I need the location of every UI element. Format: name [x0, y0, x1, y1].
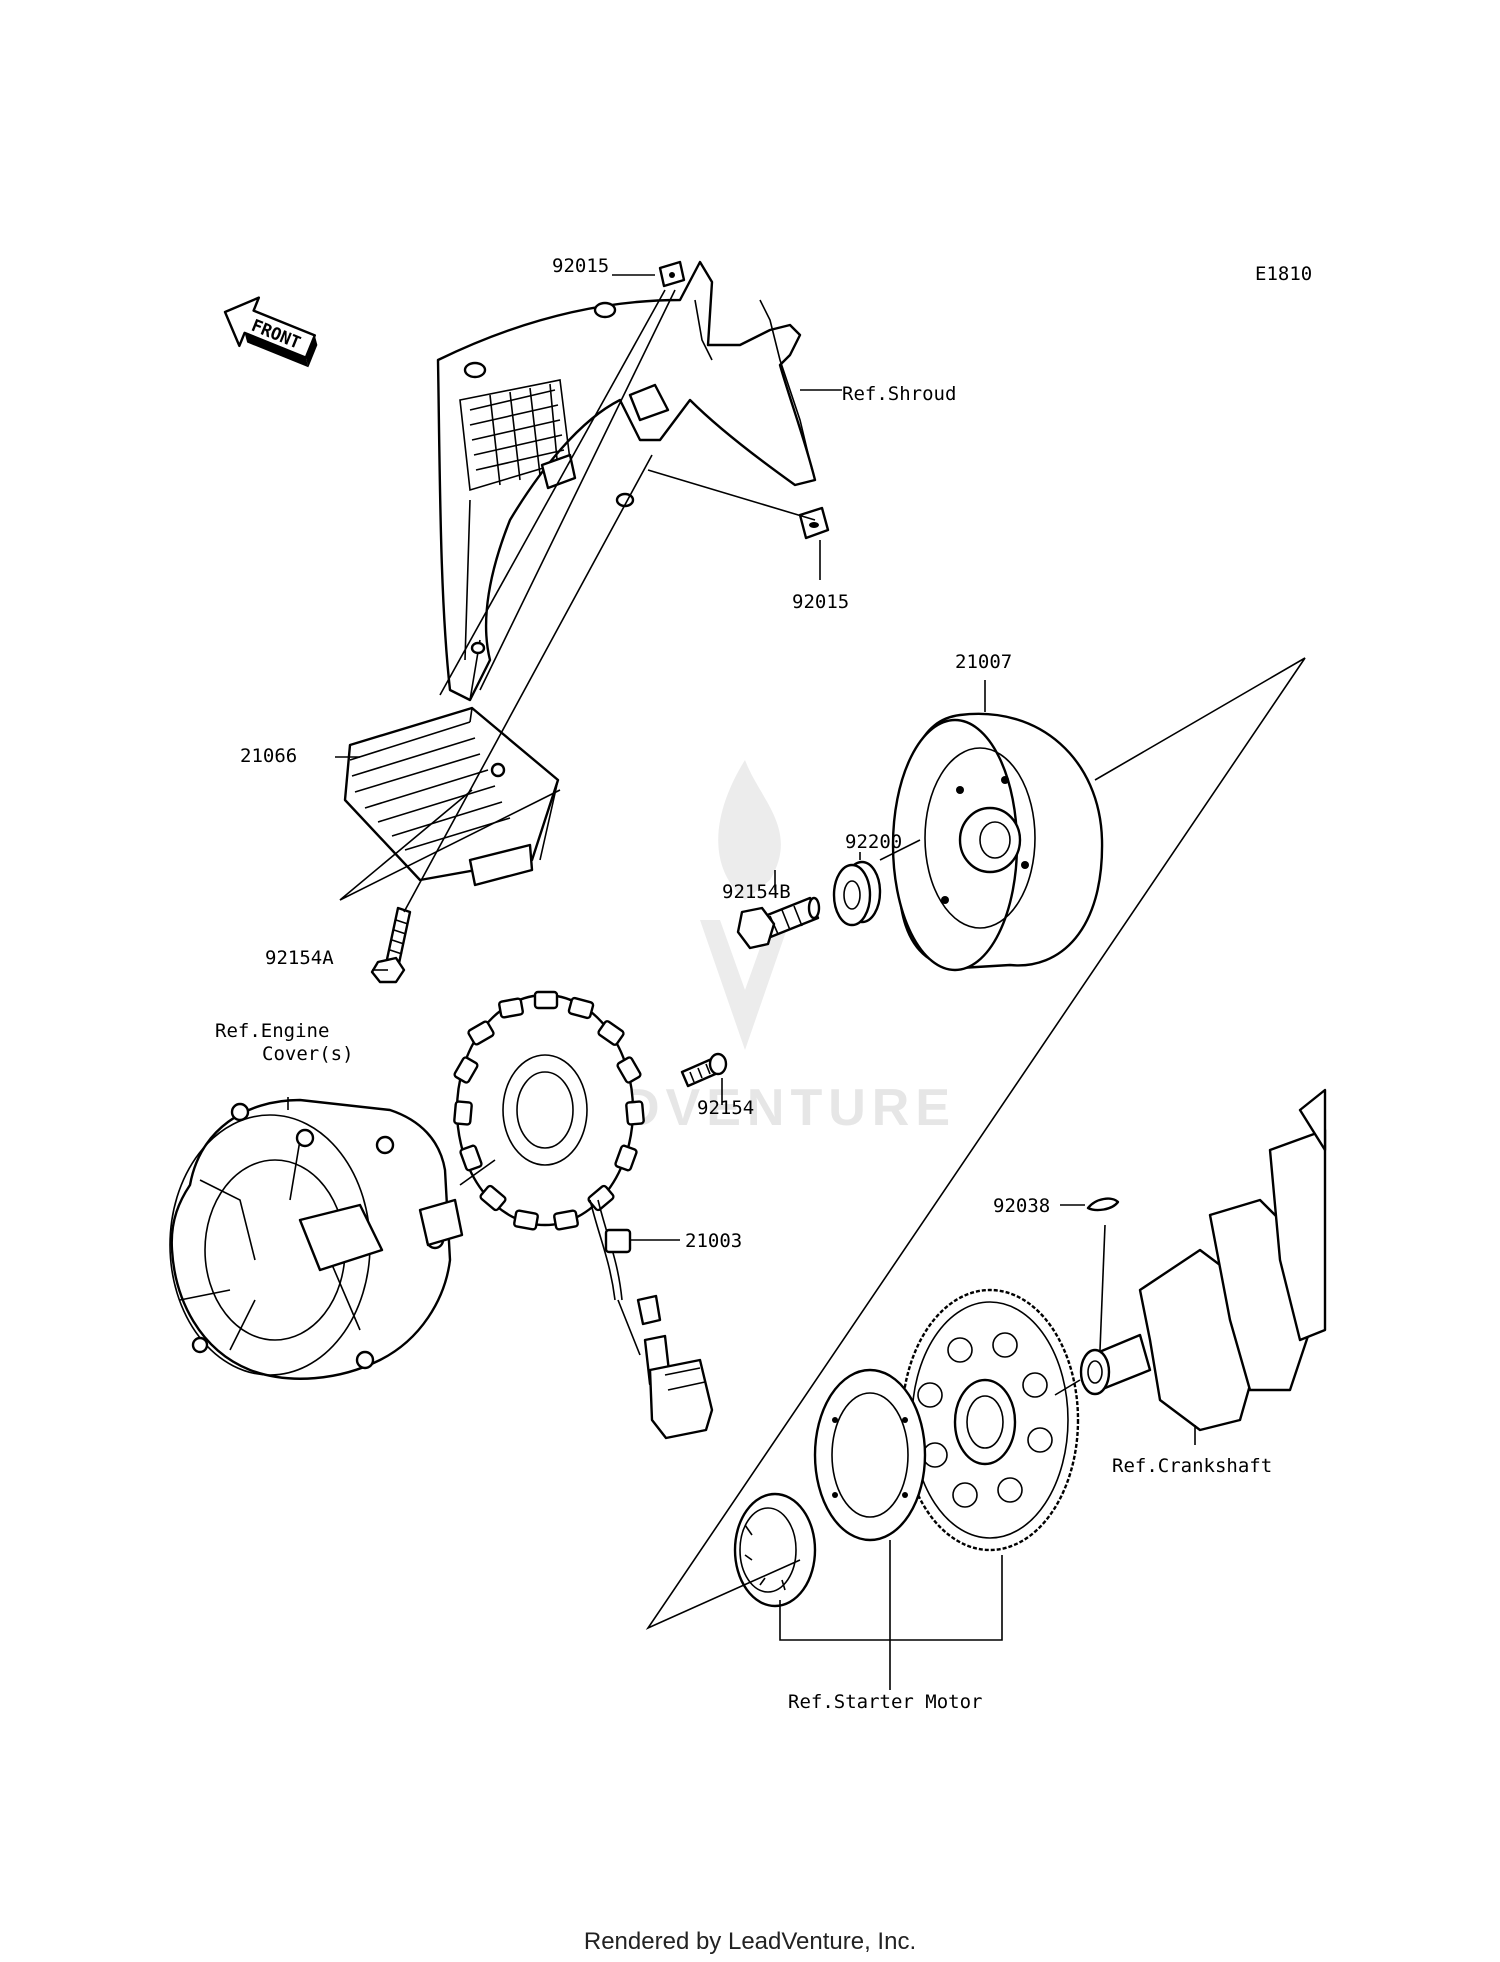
label-92200: 92200: [845, 831, 902, 853]
label-92154A: 92154A: [265, 947, 334, 969]
washer-92200: [832, 860, 882, 927]
label-21066: 21066: [240, 745, 297, 767]
woodruff-key-92038: [1086, 1197, 1120, 1212]
starter-gear: [900, 1288, 1080, 1552]
flywheel-rotor-21007: [891, 712, 1104, 972]
label-92038: 92038: [993, 1195, 1050, 1217]
label-21007: 21007: [955, 651, 1012, 673]
crankshaft: [1079, 1088, 1327, 1432]
engine-cover: [169, 1098, 464, 1380]
bolt-92154A: [370, 906, 412, 984]
diagram-code: E1810: [1255, 263, 1312, 285]
label-92015-bottom: 92015: [792, 591, 849, 613]
part-labels: 92015 Ref.Shroud 92015 21007 21066 92200…: [215, 255, 1272, 1713]
one-way-clutch: [733, 1492, 817, 1608]
bolt-92154B: [736, 896, 821, 950]
clip-92015-bottom: [798, 506, 830, 540]
label-92154B: 92154B: [722, 881, 791, 903]
label-ref-crankshaft: Ref.Crankshaft: [1112, 1455, 1272, 1477]
regulator-rectifier-21066: [343, 706, 560, 887]
clip-92015-top: [658, 260, 686, 288]
label-ref-starter-motor: Ref.Starter Motor: [788, 1691, 982, 1713]
label-ref-shroud: Ref.Shroud: [842, 383, 956, 405]
leader-lines: [287, 274, 1306, 1690]
label-21003: 21003: [685, 1230, 742, 1252]
bolt-92154: [680, 1052, 728, 1088]
stator-21003: [453, 990, 714, 1440]
label-ref-engine-cover-line1: Ref.Engine: [215, 1020, 329, 1042]
label-ref-engine-cover-line2: Cover(s): [262, 1043, 354, 1065]
starter-clutch-ring: [813, 1368, 927, 1542]
footer-credit: Rendered by LeadVenture, Inc.: [583, 1928, 917, 1955]
front-arrow-icon: FRONT: [223, 296, 318, 368]
label-92154: 92154: [697, 1097, 754, 1119]
shroud-cover: [436, 260, 817, 702]
label-92015-top: 92015: [552, 255, 609, 277]
